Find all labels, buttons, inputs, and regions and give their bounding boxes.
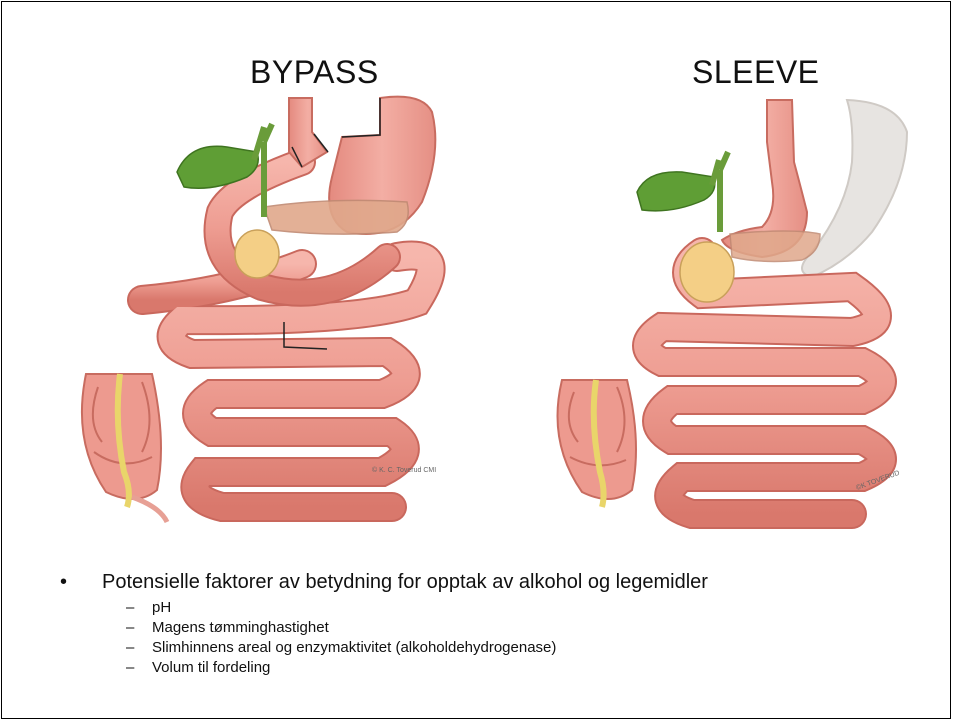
bullet-list: • Potensielle faktorer av betydning for … <box>60 568 708 678</box>
sleeve-small-intestine <box>647 252 882 514</box>
bullet-marker: • <box>60 568 102 596</box>
sub-bullet-text: pH <box>152 598 171 618</box>
sleeve-illustration: ©K TOVERUD <box>558 100 908 514</box>
sub-bullet-text: Magens tømminghastighet <box>152 618 329 638</box>
sleeve-removed-stomach <box>802 100 907 277</box>
bypass-illustration: © K. C. Toverud CMI <box>82 97 436 522</box>
bypass-pancreas-head <box>235 230 279 278</box>
sub-bullet-marker: – <box>126 598 152 618</box>
bypass-esophagus-pouch <box>289 98 327 167</box>
bullet-main: • Potensielle faktorer av betydning for … <box>60 568 708 596</box>
sub-bullet-text: Slimhinnens areal og enzymaktivitet (alk… <box>152 638 556 658</box>
sub-bullet-list: – pH – Magens tømminghastighet – Slimhin… <box>126 598 708 678</box>
sleeve-gallbladder <box>637 172 715 211</box>
sub-bullet: – Slimhinnens areal og enzymaktivitet (a… <box>126 638 708 658</box>
bypass-colon <box>82 374 167 522</box>
sub-bullet-marker: – <box>126 618 152 638</box>
sub-bullet: – Volum til fordeling <box>126 658 708 678</box>
sub-bullet-marker: – <box>126 638 152 658</box>
sub-bullet: – pH <box>126 598 708 618</box>
sub-bullet-marker: – <box>126 658 152 678</box>
sleeve-pancreas <box>730 231 820 261</box>
bullet-main-text: Potensielle faktorer av betydning for op… <box>102 568 708 596</box>
sleeve-pancreas-head <box>680 242 734 302</box>
bypass-pancreas <box>264 200 408 234</box>
sub-bullet: – Magens tømminghastighet <box>126 618 708 638</box>
bypass-credit: © K. C. Toverud CMI <box>372 466 436 474</box>
sleeve-colon <box>558 380 637 507</box>
surgery-illustrations: © K. C. Toverud CMI <box>2 2 951 562</box>
sub-bullet-text: Volum til fordeling <box>152 658 270 678</box>
